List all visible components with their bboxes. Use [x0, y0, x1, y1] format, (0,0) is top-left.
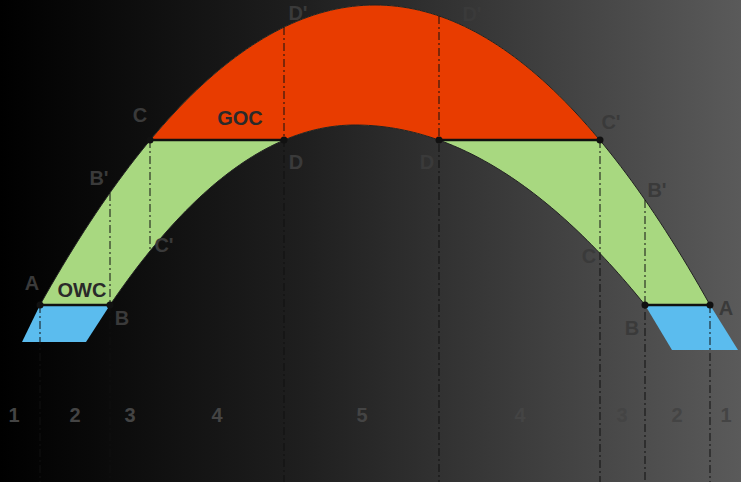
- zone-number: 5: [356, 405, 367, 425]
- point-label: B: [115, 308, 129, 328]
- base-surface: [110, 125, 645, 305]
- point-label: B': [89, 168, 108, 188]
- contact-line: [439, 139, 600, 142]
- zone-divider: [439, 16, 440, 482]
- contact-point: [37, 302, 44, 309]
- point-label: D: [289, 152, 303, 172]
- zone-number: 4: [514, 405, 525, 425]
- top-surface: [40, 5, 710, 305]
- zone-number: 2: [671, 405, 682, 425]
- zone-divider: [40, 305, 41, 482]
- contact-point: [107, 302, 114, 309]
- zone-number: 2: [69, 405, 80, 425]
- zone-divider: [284, 27, 285, 482]
- zone-number: 3: [124, 405, 135, 425]
- point-label: C: [133, 105, 147, 125]
- oil-zone: [40, 5, 710, 305]
- contact-point: [281, 137, 288, 144]
- point-label: C': [154, 235, 173, 255]
- zone-divider: [150, 140, 151, 482]
- zone-number: 3: [616, 405, 627, 425]
- point-label: A: [25, 273, 39, 293]
- point-label: D': [462, 4, 481, 24]
- point-label: A: [719, 298, 733, 318]
- contact-point: [642, 302, 649, 309]
- contact-point: [147, 137, 154, 144]
- point-label: OWC: [58, 280, 107, 300]
- contact-line: [40, 304, 110, 307]
- point-label: D': [288, 3, 307, 23]
- zone-number: 1: [8, 405, 19, 425]
- point-label: D: [420, 152, 434, 172]
- water-zone: [22, 305, 110, 342]
- point-label: C: [582, 246, 596, 266]
- contact-line: [150, 139, 284, 142]
- zone-divider: [600, 140, 601, 482]
- point-label: B': [647, 180, 666, 200]
- contact-point: [436, 137, 443, 144]
- contact-line: [645, 304, 710, 307]
- gas-cap: [150, 5, 600, 140]
- zone-divider: [110, 193, 111, 482]
- point-label: GOC: [217, 108, 263, 128]
- point-label: B: [625, 318, 639, 338]
- zone-number: 1: [720, 405, 731, 425]
- zone-divider: [710, 305, 711, 482]
- point-label: C': [601, 112, 620, 132]
- contact-point: [597, 137, 604, 144]
- zone-number: 4: [211, 405, 222, 425]
- contact-point: [707, 302, 714, 309]
- zone-divider: [645, 200, 646, 482]
